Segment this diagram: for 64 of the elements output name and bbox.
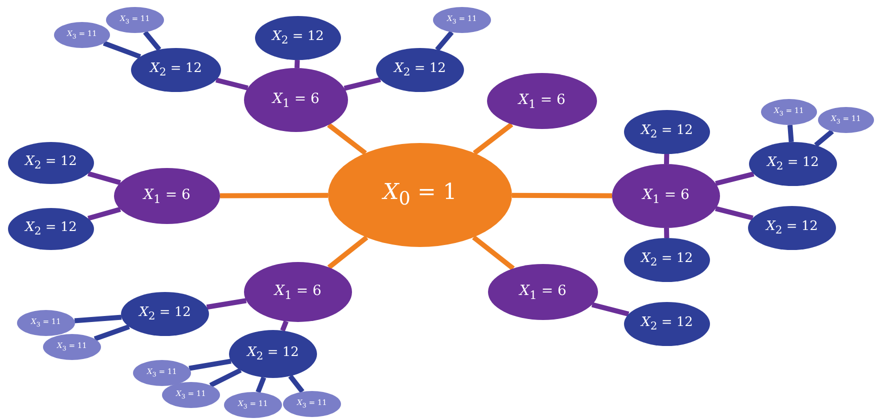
connector	[94, 324, 130, 342]
leaf-node	[54, 22, 110, 48]
connector	[472, 235, 515, 270]
node-label: X$_{2}$ = 12	[394, 61, 446, 79]
connector	[327, 122, 367, 156]
connector	[714, 206, 754, 220]
connector	[280, 320, 289, 332]
node-label: X$_{2}$ = 12	[25, 220, 77, 238]
connector	[88, 206, 121, 221]
connector	[88, 171, 121, 186]
node-label: X$_{0}$ = 1	[383, 180, 457, 210]
connector	[814, 129, 834, 148]
connector	[102, 40, 142, 60]
leaf-node	[17, 310, 75, 336]
node-label: X$_{2}$ = 12	[641, 123, 693, 141]
connector	[472, 122, 514, 156]
connector	[74, 314, 122, 324]
node-label: X$_{2}$ = 12	[247, 345, 299, 363]
level-two-node	[131, 48, 221, 92]
connector	[664, 154, 670, 164]
leaf-node	[818, 107, 874, 133]
connector	[664, 228, 670, 238]
level-two-node	[8, 208, 94, 250]
node-label: X$_{2}$ = 12	[25, 154, 77, 172]
node-label: X$_{2}$ = 12	[641, 315, 693, 333]
node-label: X$_{2}$ = 12	[767, 155, 819, 173]
node-label: X$_{1}$ = 6	[144, 186, 190, 206]
node-label: X$_{1}$ = 6	[642, 186, 690, 206]
node-label: X$_{2}$ = 12	[139, 305, 191, 323]
node-label: X$_{2}$ = 12	[272, 29, 324, 47]
leaf-node	[433, 7, 491, 33]
leaf-node	[106, 7, 164, 33]
connector	[591, 302, 630, 317]
level-two-node	[8, 142, 94, 184]
leaf-node	[761, 99, 817, 125]
connector	[288, 374, 304, 394]
node-label: X$_{1}$ = 6	[518, 92, 566, 110]
connector	[220, 192, 328, 198]
leaf-node	[133, 360, 191, 386]
connector	[143, 30, 162, 52]
connector	[256, 376, 266, 394]
connector	[344, 77, 381, 91]
connector	[512, 192, 612, 198]
leaf-node	[224, 392, 282, 418]
leaf-node	[162, 382, 220, 408]
connector	[294, 60, 300, 68]
leaf-node	[283, 391, 341, 417]
node-label: X$_{2}$ = 12	[641, 251, 693, 269]
level-two-node	[229, 330, 317, 378]
level-two-node	[121, 292, 209, 336]
node-label: X$_{1}$ = 6	[274, 282, 322, 302]
node-label: X$_{1}$ = 6	[520, 282, 566, 302]
connector	[188, 358, 232, 371]
connector	[327, 235, 368, 270]
connector	[209, 368, 242, 388]
connector	[435, 30, 454, 52]
node-label: X$_{1}$ = 6	[272, 90, 320, 110]
node-label: X$_{2}$ = 12	[766, 219, 818, 237]
connector	[715, 171, 754, 186]
connector	[215, 78, 248, 90]
connector	[788, 124, 794, 142]
connector	[206, 298, 247, 310]
node-label: X$_{2}$ = 12	[150, 61, 202, 79]
leaf-node	[43, 334, 101, 360]
